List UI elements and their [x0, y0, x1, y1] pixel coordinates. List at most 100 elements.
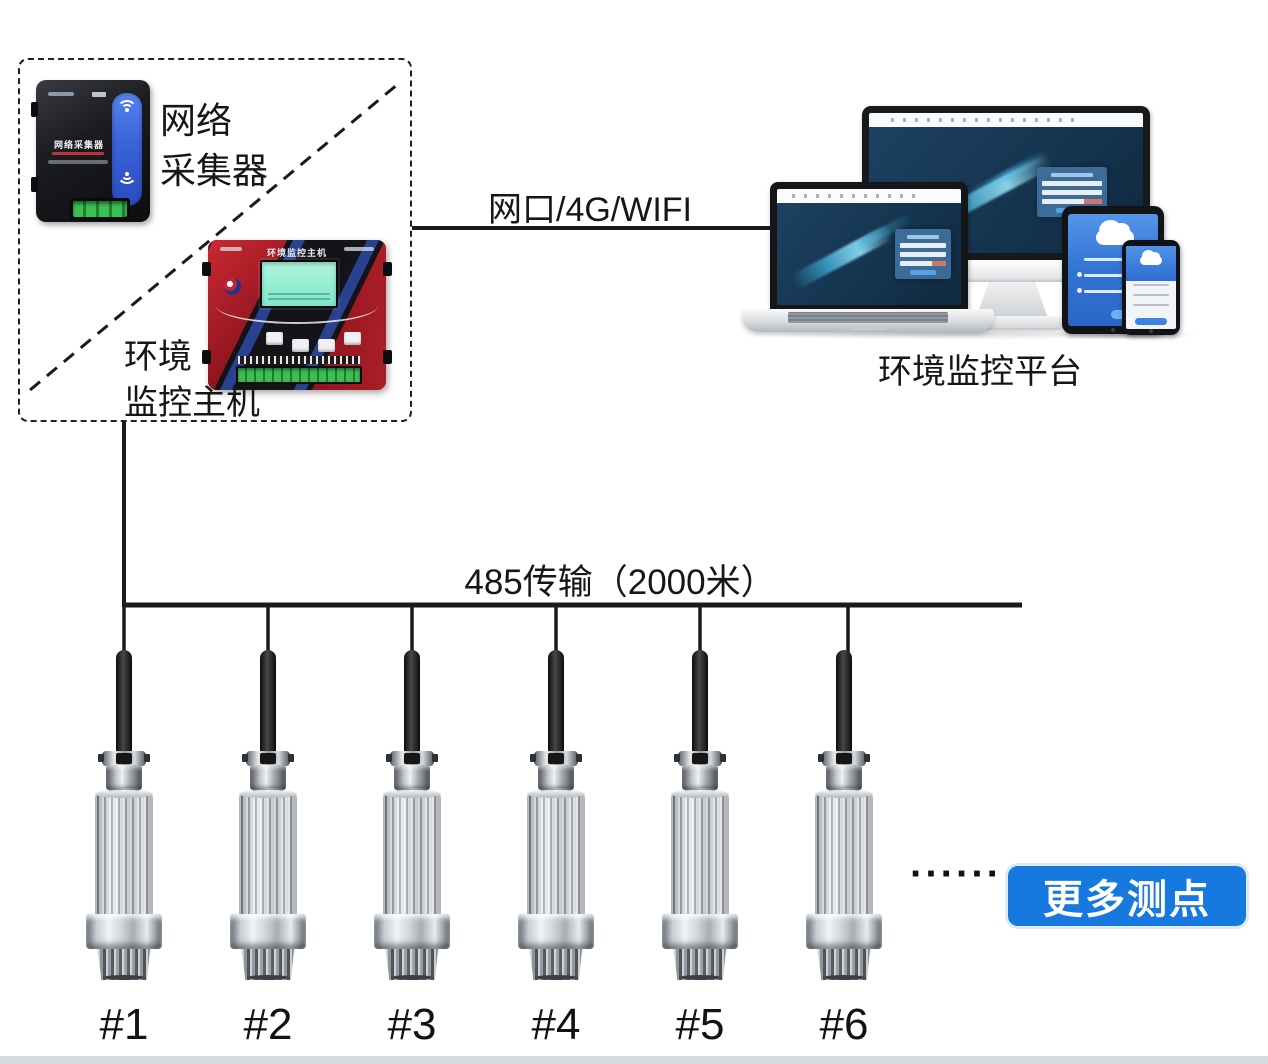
footer-strip: [0, 1056, 1268, 1064]
sensor-label: #4: [531, 1000, 581, 1049]
cable-gland: [818, 751, 866, 766]
thread-section: [385, 949, 439, 980]
terminal-block: [236, 366, 362, 384]
host-button: [344, 332, 361, 345]
brand-logo-icon: [224, 278, 241, 295]
sensor-label: #3: [387, 1000, 437, 1049]
hex-nut: [806, 914, 882, 949]
sensor-label: #1: [99, 1000, 149, 1049]
home-button-icon: [1111, 328, 1115, 332]
more-points-button[interactable]: 更多测点: [1008, 866, 1246, 926]
sensor-label: #2: [243, 1000, 293, 1049]
gland-body: [250, 765, 286, 790]
login-button-pill: [1135, 317, 1167, 325]
sensor-label: #5: [675, 1000, 725, 1049]
thread-section: [529, 949, 583, 980]
diagonal-divider-line: [29, 82, 399, 392]
din-tab-icon: [31, 102, 38, 117]
network-collector-label: 网络 采集器: [160, 100, 269, 191]
sensor-6: #6: [764, 648, 924, 1064]
hex-nut: [518, 914, 594, 949]
device-shadow: [1050, 330, 1200, 340]
faceplate-curve: [216, 306, 378, 324]
collector-device-print: 网络采集器: [53, 140, 104, 150]
lcd-screen: [260, 260, 338, 308]
pin-header: [238, 356, 360, 364]
thread-section: [673, 949, 727, 980]
host-button: [266, 332, 283, 345]
mounting-ear: [383, 262, 392, 276]
sensor-body: [527, 790, 585, 915]
sensor-5: #5: [620, 648, 780, 1064]
sensor-2: #2: [188, 648, 348, 1064]
status-led-strip: [48, 92, 74, 96]
sensor-cable: [692, 650, 708, 756]
hex-nut: [662, 914, 738, 949]
sensor-cable: [260, 650, 276, 756]
sensor-1: #1: [44, 648, 204, 1064]
sensor-body: [815, 790, 873, 915]
cable-gland: [242, 751, 290, 766]
status-led-strip: [92, 92, 106, 97]
sensor-4: #4: [476, 648, 636, 1064]
bus-label: 485传输（2000米）: [464, 563, 776, 602]
sensor-body: [239, 790, 297, 915]
wifi-icon: [116, 164, 138, 184]
smartphone: [1122, 240, 1180, 335]
host-body: 环境监控主机: [208, 240, 386, 390]
cable-gland: [386, 751, 434, 766]
sensor-body: [383, 790, 441, 915]
host-button: [292, 339, 309, 352]
phone-header: [1126, 246, 1176, 281]
sensor-cable: [548, 650, 564, 756]
thread-section: [817, 949, 871, 980]
laptop-keyboard-deck: [742, 309, 994, 332]
laptop: [770, 182, 968, 312]
cloud-icon: [1096, 220, 1134, 245]
mounting-ear: [383, 350, 392, 364]
hex-nut: [374, 914, 450, 949]
home-button-icon: [1149, 329, 1153, 333]
controller-group-box: [18, 58, 412, 422]
hex-nut: [86, 914, 162, 949]
host-button: [318, 339, 335, 352]
din-tab-icon: [31, 177, 38, 192]
terminal-block: [70, 198, 130, 220]
more-sensors-ellipsis: ······: [910, 852, 1002, 896]
wifi-icon: [116, 100, 138, 113]
sensor-3: #3: [332, 648, 492, 1064]
cloud-icon: [1140, 250, 1162, 265]
platform-caption: 环境监控平台: [878, 353, 1082, 391]
cable-gland: [530, 751, 578, 766]
gland-body: [682, 765, 718, 790]
uplink-label: 网口/4G/WIFI: [488, 191, 692, 229]
host-print-subtext: [344, 247, 374, 251]
sensor-cable: [116, 650, 132, 756]
network-collector-device: 网络采集器: [31, 80, 150, 222]
thread-section: [241, 949, 295, 980]
collector-print-subtext: [48, 160, 108, 164]
gland-body: [106, 765, 142, 790]
mounting-ear: [202, 350, 211, 364]
cable-gland: [98, 751, 146, 766]
mounting-ear: [202, 262, 211, 276]
gland-body: [826, 765, 862, 790]
laptop-screen: [777, 189, 961, 305]
sensor-cable: [404, 650, 420, 756]
collector-print-underline: [52, 152, 104, 155]
environment-host-device: 环境监控主机: [202, 240, 392, 390]
thread-section: [97, 949, 151, 980]
browser-bar: [777, 189, 961, 203]
nfc-panel: [112, 93, 142, 206]
dashboard-screen: [777, 203, 961, 305]
gland-body: [538, 765, 574, 790]
browser-bar: [869, 113, 1143, 127]
gland-body: [394, 765, 430, 790]
sensor-body: [95, 790, 153, 915]
sensor-cable: [836, 650, 852, 756]
sensor-label: #6: [819, 1000, 869, 1049]
login-panel: [895, 229, 951, 279]
hex-nut: [230, 914, 306, 949]
cable-gland: [674, 751, 722, 766]
sensor-body: [671, 790, 729, 915]
